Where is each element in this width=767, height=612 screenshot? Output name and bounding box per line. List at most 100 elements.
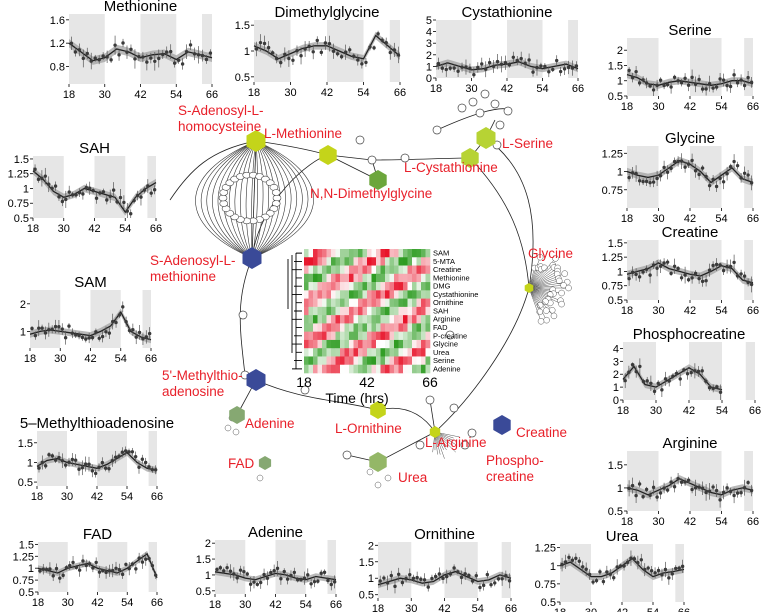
data-point xyxy=(735,274,740,278)
data-point xyxy=(630,483,635,488)
heatmap-cell xyxy=(394,298,399,308)
heatmap-cell xyxy=(317,273,323,283)
node-label-s-adenosyl-l-homocysteine: homocysteine xyxy=(178,119,261,134)
data-point xyxy=(33,333,38,338)
data-point xyxy=(570,66,575,70)
data-point xyxy=(460,65,464,69)
data-point xyxy=(463,572,467,576)
network-small-node xyxy=(384,474,392,482)
dark-period-shade xyxy=(201,14,212,84)
heatmap-cell xyxy=(412,364,417,374)
data-point xyxy=(507,63,512,67)
heatmap-cell xyxy=(326,339,332,349)
network-edge xyxy=(528,281,568,289)
data-point xyxy=(408,572,412,577)
heatmap-cell xyxy=(376,298,381,308)
heatmap-cell xyxy=(353,323,359,332)
heatmap-cell xyxy=(367,356,372,366)
heatmap-cell xyxy=(394,249,399,258)
data-point xyxy=(81,559,85,563)
heatmap-cell xyxy=(389,364,395,374)
x-tick-label: 66 xyxy=(678,607,690,612)
heatmap-cell xyxy=(304,290,309,299)
heatmap-cell xyxy=(304,323,309,332)
heatmap-cell xyxy=(367,290,372,299)
heatmap-cell xyxy=(344,331,350,341)
data-point xyxy=(504,573,508,578)
x-tick-label: 42 xyxy=(683,405,695,417)
data-point xyxy=(73,50,78,54)
heatmap-cell xyxy=(421,273,426,283)
data-point xyxy=(302,576,307,580)
data-point xyxy=(153,468,158,472)
heatmap-row-label: DMG xyxy=(433,282,451,291)
data-point xyxy=(612,575,616,580)
network-small-node xyxy=(432,125,442,135)
heatmap-cell xyxy=(412,323,417,332)
x-tick-label: 18 xyxy=(621,213,633,225)
data-point xyxy=(615,565,619,569)
data-point xyxy=(245,572,249,576)
data-point xyxy=(144,335,148,339)
data-point xyxy=(140,560,145,564)
heatmap-cell xyxy=(425,306,431,316)
data-point xyxy=(124,562,128,567)
data-point xyxy=(139,195,143,199)
data-point xyxy=(669,166,673,171)
heatmap-cell xyxy=(340,273,345,283)
network-small-node xyxy=(219,200,229,207)
data-point xyxy=(728,84,733,89)
data-point xyxy=(459,575,464,580)
data-point xyxy=(676,79,680,83)
data-point xyxy=(630,270,635,275)
data-point xyxy=(63,463,68,467)
x-tick-label: 30 xyxy=(465,83,477,95)
data-point xyxy=(87,462,91,466)
data-point xyxy=(306,573,310,577)
node-label-l-arginine: L-Arginine xyxy=(425,435,487,450)
data-point xyxy=(378,579,382,583)
y-tick-label: 4 xyxy=(426,27,432,39)
data-point xyxy=(535,65,539,70)
network-edge xyxy=(485,137,534,289)
data-point xyxy=(696,369,701,374)
data-point xyxy=(105,55,109,59)
x-tick-label: 18 xyxy=(27,223,39,235)
data-point xyxy=(693,82,698,86)
data-point xyxy=(686,478,691,482)
data-point xyxy=(707,385,712,390)
data-point xyxy=(693,486,698,490)
heatmap-cell xyxy=(403,290,408,299)
data-point xyxy=(343,50,348,54)
data-point xyxy=(630,75,635,80)
data-point xyxy=(721,180,726,184)
x-tick-label: 18 xyxy=(248,87,260,99)
heatmap-cell xyxy=(322,265,327,275)
heatmap-cell xyxy=(326,306,332,316)
data-point xyxy=(474,573,478,578)
heatmap-cell xyxy=(376,306,381,316)
heatmap-cell xyxy=(335,257,341,266)
y-tick-label: 1 xyxy=(27,457,33,469)
network-edge xyxy=(251,140,286,259)
data-point xyxy=(101,190,106,194)
heatmap-cell xyxy=(362,290,368,299)
network-small-node xyxy=(543,307,550,314)
data-point xyxy=(53,324,58,329)
heatmap-cell xyxy=(398,306,404,316)
data-point xyxy=(93,471,98,476)
data-point xyxy=(372,46,376,50)
heatmap-cell xyxy=(353,257,359,266)
heatmap-cell xyxy=(349,290,354,299)
heatmap-cell xyxy=(322,348,327,357)
heatmap-cell xyxy=(403,315,408,324)
heatmap-cell xyxy=(385,348,390,357)
y-tick-label: 1 xyxy=(617,483,623,495)
data-point xyxy=(47,182,51,186)
data-point xyxy=(746,480,750,485)
data-point xyxy=(721,490,726,495)
heatmap-cell xyxy=(371,282,377,291)
data-point xyxy=(739,491,743,495)
heatmap-cell xyxy=(394,356,399,366)
